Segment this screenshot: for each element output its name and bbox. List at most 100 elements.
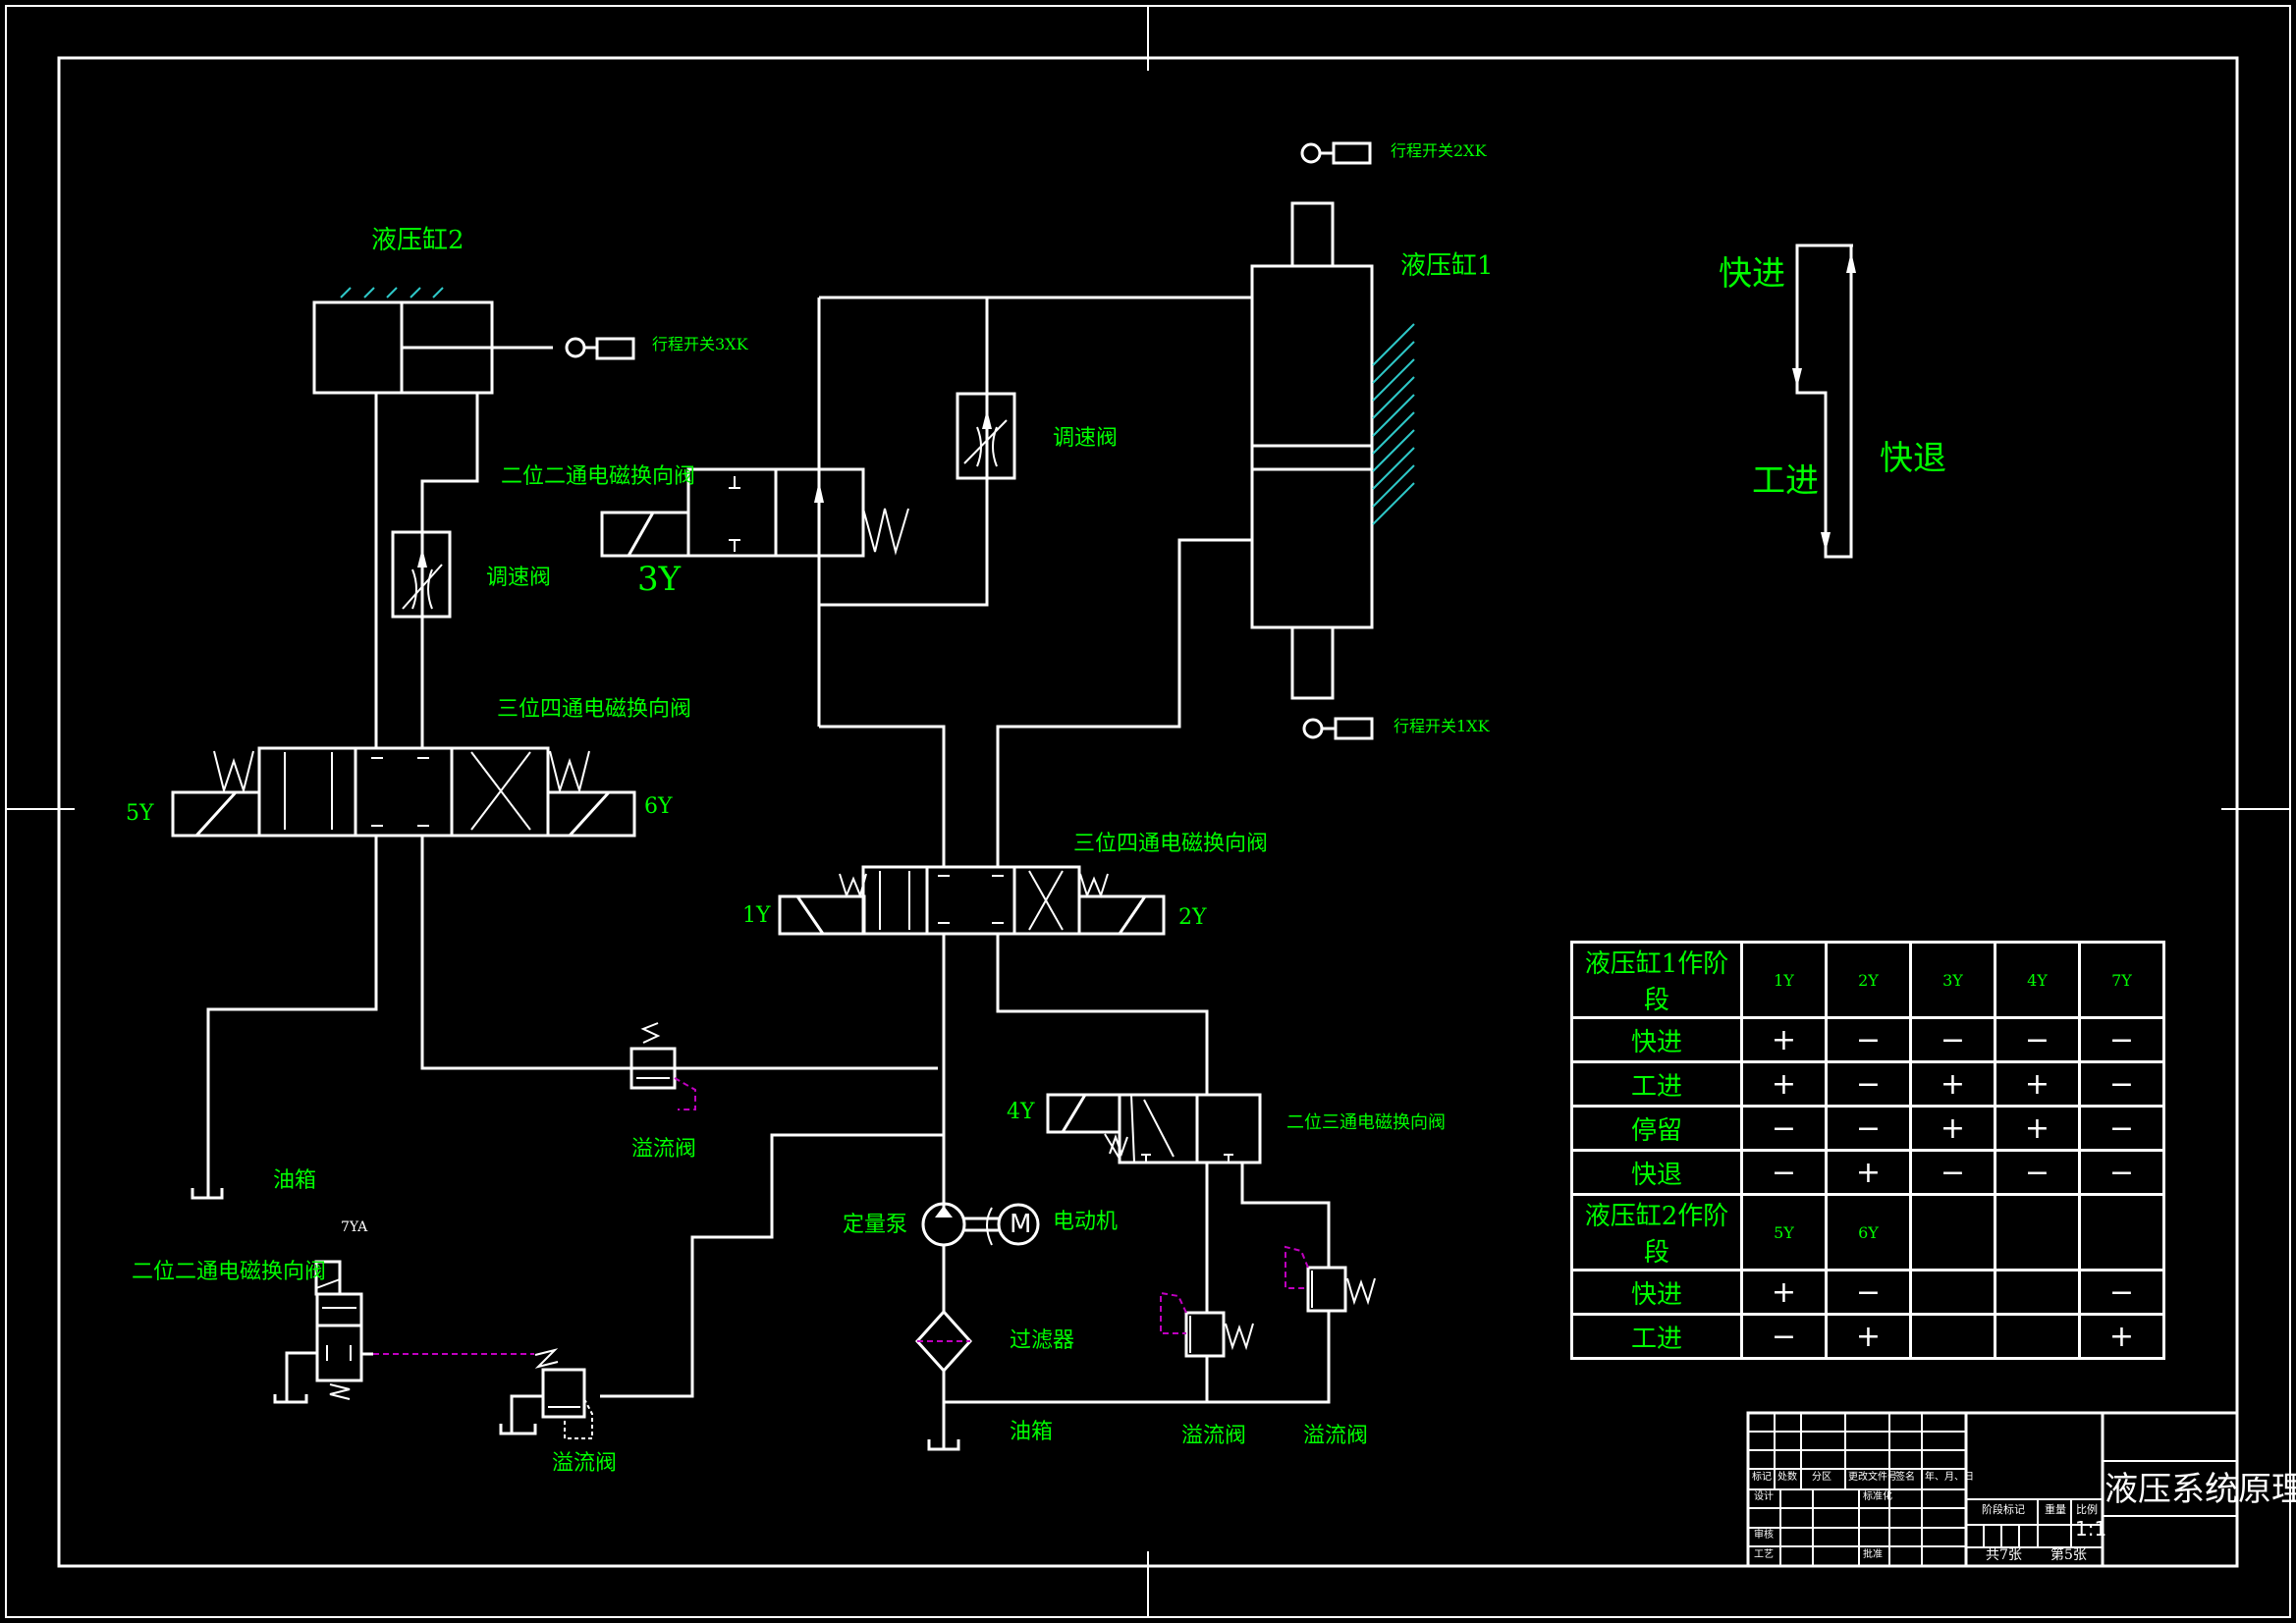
relief-valve-2-label: 溢流阀 <box>1303 1424 1369 1448</box>
cylinder-1-label: 液压缸1 <box>1400 251 1494 281</box>
relief-valve-bottom-left <box>499 1348 593 1439</box>
oil-tank-center-label: 油箱 <box>1010 1420 1054 1444</box>
drawing-title: 液压系统原理图 <box>2105 1470 2296 1509</box>
solenoid-state: − <box>1909 1149 1996 1196</box>
table-row: 快进+−− <box>1570 1269 2165 1316</box>
valve-2pos3way <box>1046 1093 1262 1164</box>
tb-approve: 批准 <box>1863 1549 1883 1560</box>
title-block <box>1746 1411 2239 1568</box>
solenoid-state: + <box>1740 1060 1828 1108</box>
solenoid-6y-label: 6Y <box>644 794 673 819</box>
solenoid-4y-label: 4Y <box>1007 1100 1035 1124</box>
solenoid-state: − <box>1825 1105 1912 1152</box>
solenoid-7ya-label: 7YA <box>341 1219 368 1235</box>
tb-date: 年、月、日 <box>1925 1472 1974 1483</box>
valve-2pos2way-bottom <box>273 1260 373 1404</box>
solenoid-1y-label: 1Y <box>742 903 771 928</box>
relief-valve-1-label: 溢流阀 <box>1181 1424 1247 1448</box>
solenoid-code: 2Y <box>1825 941 1912 1019</box>
filter <box>914 1309 973 1374</box>
cycle-fast-forward-label: 快进 <box>1719 254 1785 294</box>
relief-valve-2 <box>1285 1245 1376 1313</box>
solenoid-state <box>1994 1313 2081 1360</box>
solenoid-state: − <box>2078 1269 2165 1316</box>
tb-signature: 签名 <box>1895 1472 1915 1483</box>
stage-name: 快进 <box>1570 1016 1743 1063</box>
tb-review: 审核 <box>1754 1530 1774 1541</box>
solenoid-code: 3Y <box>1909 941 1996 1019</box>
solenoid-code: 7Y <box>2078 941 2165 1019</box>
limit-switch-1xk-label: 行程开关1XK <box>1394 717 1490 735</box>
stage-name: 快进 <box>1570 1269 1743 1316</box>
tb-mark: 标记 <box>1752 1472 1772 1483</box>
relief-valve-1 <box>1160 1291 1254 1358</box>
limit-switch-3xk-label: 行程开关3XK <box>652 335 748 353</box>
solenoid-code <box>1909 1193 1996 1271</box>
solenoid-state: + <box>1909 1105 1996 1152</box>
speed-valve-left <box>391 530 452 619</box>
drawing-scale: 1:1 <box>2075 1517 2107 1541</box>
solenoid-state: − <box>1740 1313 1828 1360</box>
pump-label: 定量泵 <box>843 1213 908 1237</box>
sheet-total: 共7张 <box>1986 1547 2022 1563</box>
motor-symbol: M <box>1010 1210 1032 1239</box>
solenoid-state: + <box>1825 1313 1912 1360</box>
tb-process: 工艺 <box>1754 1549 1774 1560</box>
cylinder-2-label: 液压缸2 <box>371 226 465 255</box>
cycle-work-feed-label: 工进 <box>1752 461 1819 501</box>
solenoid-state: − <box>1994 1149 2081 1196</box>
tb-design: 设计 <box>1754 1491 1774 1502</box>
table-row: 快进+−−−− <box>1570 1016 2165 1063</box>
stage-mark-label: 阶段标记 <box>1982 1503 2025 1516</box>
solenoid-code: 4Y <box>1994 941 2081 1019</box>
solenoid-state: + <box>1740 1016 1828 1063</box>
solenoid-state: + <box>1994 1105 2081 1152</box>
stage-name: 快退 <box>1570 1149 1743 1196</box>
solenoid-code <box>2078 1193 2165 1271</box>
tb-zone: 分区 <box>1812 1472 1831 1483</box>
motion-cycle-diagram <box>1792 243 1856 559</box>
table-row: 工进+−++− <box>1570 1060 2165 1108</box>
sheet-outer-border <box>5 5 2291 1618</box>
pump <box>921 1202 966 1247</box>
limit-switch-3xk <box>565 337 635 360</box>
solenoid-5y-label: 5Y <box>126 801 154 826</box>
filter-label: 过滤器 <box>1010 1328 1075 1353</box>
cylinder-1 <box>1250 201 1415 700</box>
relief-valve-mid-label: 溢流阀 <box>631 1137 697 1162</box>
solenoid-state: + <box>1740 1269 1828 1316</box>
limit-switch-2xk <box>1300 141 1372 165</box>
limit-switch-2xk-label: 行程开关2XK <box>1391 141 1487 160</box>
table-row: 停留−−++− <box>1570 1105 2165 1152</box>
table-row: 快退−+−−− <box>1570 1149 2165 1196</box>
solenoid-state: − <box>1740 1105 1828 1152</box>
valve-3pos4way-left-label: 三位四通电磁换向阀 <box>497 697 692 722</box>
tb-count: 处数 <box>1777 1472 1797 1483</box>
stage-name: 工进 <box>1570 1313 1743 1360</box>
solenoid-state: − <box>1825 1269 1912 1316</box>
relief-valve-mid <box>629 1022 696 1110</box>
valve-3pos4way-left <box>171 746 636 838</box>
solenoid-state: − <box>1909 1016 1996 1063</box>
speed-valve-left-label: 调速阀 <box>486 566 552 590</box>
solenoid-state: + <box>2078 1313 2165 1360</box>
stage-name: 工进 <box>1570 1060 1743 1108</box>
solenoid-state <box>1909 1313 1996 1360</box>
tb-change-doc: 更改文件号 <box>1848 1472 1897 1483</box>
solenoid-state: − <box>2078 1149 2165 1196</box>
valve-3pos4way-center-label: 三位四通电磁换向阀 <box>1073 832 1269 856</box>
weight-label: 重量 <box>2045 1503 2066 1516</box>
solenoid-code: 5Y <box>1740 1193 1828 1271</box>
solenoid-state: − <box>1994 1016 2081 1063</box>
solenoid-state: + <box>1994 1060 2081 1108</box>
solenoid-code <box>1994 1193 2081 1271</box>
stage-name: 停留 <box>1570 1105 1743 1152</box>
valve-2pos2way-bottom-label: 二位二通电磁换向阀 <box>132 1260 327 1284</box>
motor <box>964 1203 1040 1246</box>
solenoid-code: 6Y <box>1825 1193 1912 1271</box>
valve-2pos3way-label: 二位三通电磁换向阀 <box>1286 1112 1446 1133</box>
solenoid-state: − <box>1825 1060 1912 1108</box>
solenoid-state <box>1994 1269 2081 1316</box>
